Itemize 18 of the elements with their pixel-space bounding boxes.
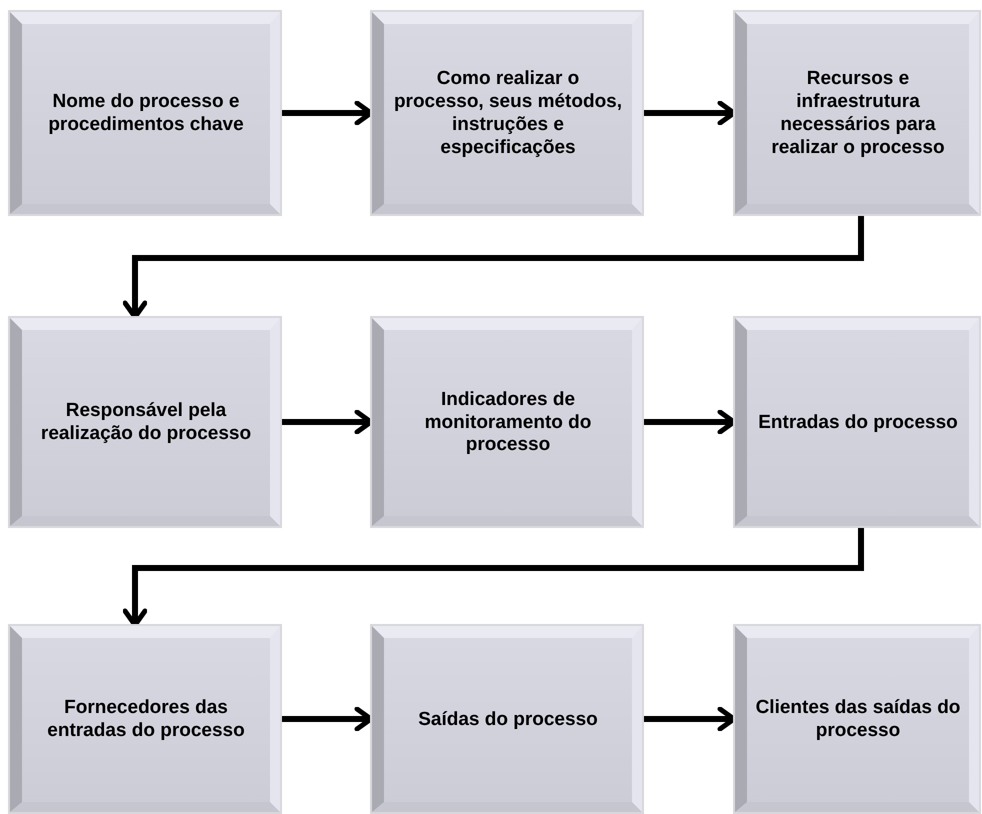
- process-box: [10, 318, 280, 526]
- box-label: Indicadores de monitoramento do processo: [424, 388, 592, 458]
- box-label: Entradas do processo: [757, 412, 959, 434]
- box-label: Fornecedores das entradas do processo: [46, 697, 246, 743]
- process-box: [10, 626, 280, 812]
- box-label: Responsável pela realização do processo: [40, 400, 252, 446]
- box-label: Como realizar o processo, seus métodos, instruções e especificações: [392, 68, 624, 160]
- process-box: [10, 12, 280, 214]
- process-box: [372, 318, 642, 526]
- process-box: [735, 626, 979, 812]
- process-box: [735, 12, 979, 214]
- box-label: Saídas do processo: [417, 708, 599, 732]
- box-label: Recursos e infraestrutura necessários para realizar o processo: [770, 68, 946, 160]
- process-box: [735, 318, 979, 526]
- box-label: Clientes das saídas do processo: [754, 697, 962, 743]
- process-box: [372, 626, 642, 812]
- process-box: [372, 12, 642, 214]
- box-label: Nome do processo e procedimentos chave: [47, 91, 245, 137]
